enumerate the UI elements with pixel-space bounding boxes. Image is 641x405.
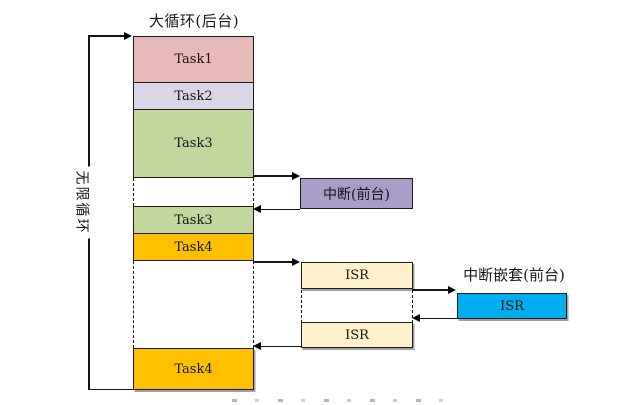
arrow-task3-to-interrupt-line: [253, 175, 293, 177]
column-dashed-edge: [133, 178, 134, 206]
arrow-interrupt-return-line: [258, 208, 300, 211]
isr1-label: ISR: [345, 268, 369, 283]
task1-box: Task1: [133, 36, 254, 83]
isr-dashed-edge: [411, 290, 413, 323]
loop-top-line: [88, 35, 125, 37]
arrow-task3-to-interrupt-head-icon: [292, 172, 300, 180]
task2-label: Task2: [174, 88, 213, 104]
arrow-isr-to-nested-head-icon: [448, 286, 456, 294]
task4-resume-box: Task4: [133, 348, 254, 390]
arrow-task4-to-isr-head-icon: [292, 258, 300, 266]
interrupt-label: 中断(前台): [323, 186, 390, 203]
arrow-nested-return-head-icon: [412, 314, 420, 322]
interrupt-box: 中断(前台): [300, 178, 413, 209]
task1-label: Task1: [174, 52, 213, 67]
task3-resume-label: Task3: [174, 212, 213, 228]
isr-dashed-edge: [301, 290, 302, 323]
arrow-nested-return-line: [417, 317, 457, 320]
column-dashed-edge: [252, 178, 254, 206]
arrow-isr2-return-head-icon: [253, 342, 261, 350]
nested-isr-box: ISR: [457, 293, 567, 319]
task3-box: Task3: [133, 109, 254, 178]
arrow-task4-to-isr-line: [253, 261, 293, 263]
task3-resume-box: Task3: [133, 206, 254, 234]
nested-interrupt-title: 中断嵌套(前台): [463, 266, 565, 284]
isr2-box: ISR: [301, 322, 413, 348]
background-loop-title: 大循环(后台): [148, 12, 240, 30]
column-dashed-edge: [252, 261, 254, 348]
task4-resume-label: Task4: [174, 361, 213, 377]
cropped-caption-fragment: [232, 399, 457, 402]
isr1-box: ISR: [301, 262, 413, 289]
arrow-isr-to-nested-line: [412, 289, 449, 291]
column-dashed-edge: [133, 261, 134, 348]
infinite-loop-label: 无限循环: [74, 166, 93, 239]
loop-bottom-line: [88, 388, 134, 391]
task4-box: Task4: [133, 233, 254, 261]
arrow-isr2-return-line: [258, 345, 301, 348]
isr2-label: ISR: [345, 327, 369, 343]
task4-label: Task4: [174, 239, 213, 255]
task2-box: Task2: [133, 82, 254, 110]
task3-label: Task3: [174, 136, 213, 151]
arrow-interrupt-return-head-icon: [253, 205, 261, 213]
loop-arrowhead-icon: [124, 32, 132, 40]
nested-isr-label: ISR: [500, 298, 524, 314]
